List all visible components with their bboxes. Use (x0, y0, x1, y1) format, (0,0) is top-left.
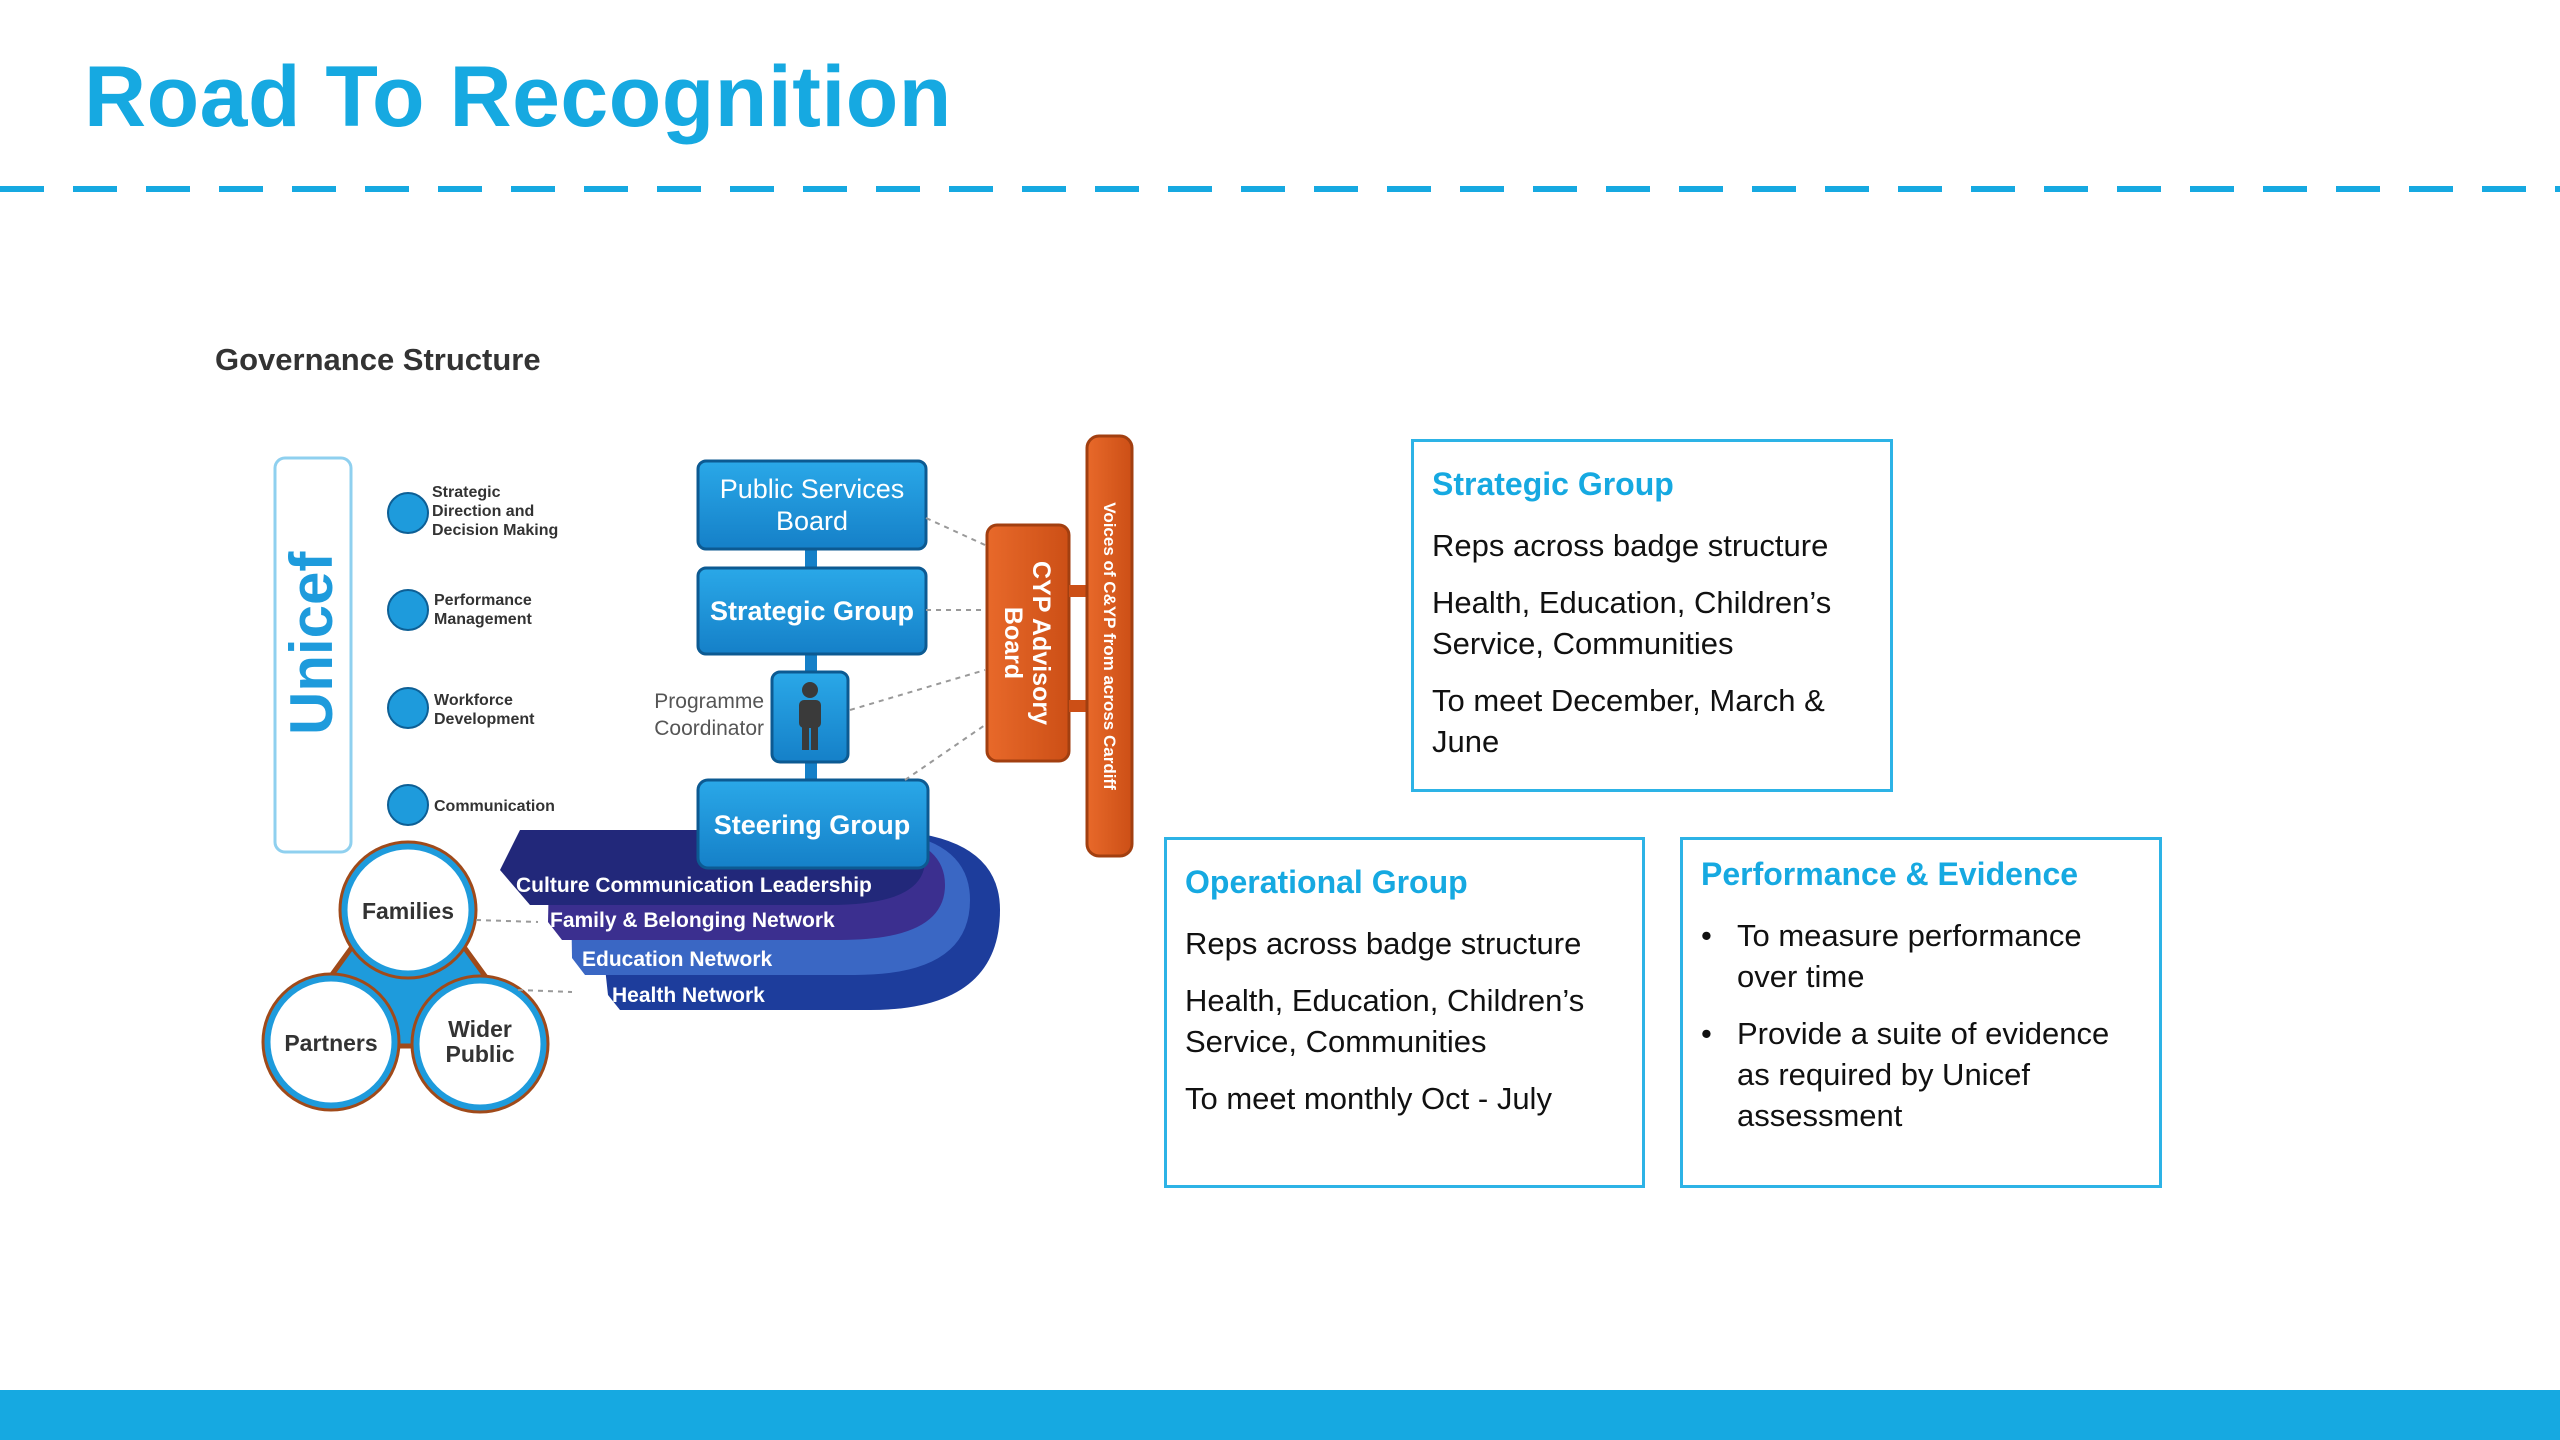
partners-circle (263, 974, 399, 1110)
performance-bullet: •To measure performance over time (1701, 918, 2082, 994)
network-label: Education Network (582, 948, 773, 971)
network-label: Health Network (612, 984, 765, 1007)
cyp-advisory-board (985, 523, 1071, 763)
wider-public-label: Wider (448, 1016, 512, 1042)
footer-bar (0, 1390, 2560, 1440)
dotted-connectors (849, 517, 986, 781)
voices-label: Voices of C&YP from across Cardiff (1100, 502, 1119, 790)
partners-ring (261, 972, 401, 1112)
governance-diagram: Governance Structure Unicef Strategic Di… (190, 330, 1160, 1170)
function-label: Direction and (432, 503, 534, 520)
wider-public-ring (410, 974, 550, 1114)
performance-bullet: •Provide a suite of evidence as required… (1701, 1016, 2110, 1133)
families-circle (340, 842, 476, 978)
person-icon (799, 682, 821, 750)
function-label: Performance (434, 592, 532, 609)
operational-group-line: To meet monthly Oct - July (1185, 1081, 1552, 1116)
strategic-group-card-title: Strategic Group (1432, 466, 1674, 502)
network-label: Culture Communication Leadership (516, 874, 872, 897)
families-ring (338, 840, 478, 980)
strategic-group-card: Strategic Group Reps across badge struct… (1411, 439, 1893, 792)
governance-diagram-svg: Governance Structure Unicef Strategic Di… (215, 342, 1134, 1114)
function-label: Development (434, 711, 535, 728)
public-services-board (696, 459, 928, 551)
function-label: Strategic (432, 484, 501, 501)
unicef-label: Unicef (278, 551, 345, 735)
wider-public-circle (412, 976, 548, 1112)
unicef-panel (273, 456, 353, 854)
network-label: Family & Belonging Network (550, 909, 835, 932)
voices-bar (1085, 434, 1134, 858)
operational-group-card: Operational Group Reps across badge stru… (1164, 837, 1645, 1188)
programme-coordinator-label: Coordinator (654, 717, 764, 740)
dashed-divider (0, 186, 2560, 192)
function-label: Communication (434, 798, 555, 815)
function-dot (387, 492, 429, 534)
performance-bullet-text: Provide a suite of evidence as required … (1737, 1016, 2110, 1133)
cyp-advisory-board-label: Board (999, 607, 1027, 679)
function-dot (387, 784, 429, 826)
steering-group-node-label: Steering Group (714, 810, 911, 840)
operational-group-line: Reps across badge structure (1185, 926, 1582, 961)
strategic-group-line: To meet December, March & June (1432, 683, 1825, 759)
performance-bullet-list: •To measure performance over time •Provi… (1701, 915, 2141, 1136)
operational-group-line: Health, Education, Children’s Service, C… (1185, 983, 1585, 1059)
function-dot (387, 687, 429, 729)
steering-group-node (696, 778, 930, 870)
public-services-board-label: Public Services (720, 474, 905, 504)
performance-bullet-text: To measure performance over time (1737, 918, 2082, 994)
families-label: Families (362, 898, 454, 924)
operational-group-card-title: Operational Group (1185, 864, 1468, 900)
public-services-board-label: Board (776, 506, 848, 536)
partners-label: Partners (284, 1030, 377, 1056)
strategic-group-line: Health, Education, Children’s Service, C… (1432, 585, 1832, 661)
stakeholder-triangle: Families Partners Wider Public (261, 840, 550, 1114)
performance-evidence-card: Performance & Evidence •To measure perfo… (1680, 837, 2162, 1188)
programme-coordinator-label: Programme (654, 690, 764, 713)
strategic-group-node-label: Strategic Group (710, 596, 914, 626)
function-label: Management (434, 611, 532, 628)
function-dot (387, 589, 429, 631)
function-label: Decision Making (432, 522, 558, 539)
function-label: Workforce (434, 692, 513, 709)
strategic-group-line: Reps across badge structure (1432, 528, 1829, 563)
triangle-band-connectors (475, 919, 573, 993)
slide-title: Road To Recognition (84, 49, 952, 145)
diagram-heading: Governance Structure (215, 342, 541, 377)
wider-public-label: Public (445, 1041, 514, 1067)
cyp-advisory-board-label: CYP Advisory (1027, 561, 1055, 725)
performance-evidence-card-title: Performance & Evidence (1701, 856, 2079, 892)
function-list: Strategic Direction and Decision Making … (387, 484, 558, 826)
